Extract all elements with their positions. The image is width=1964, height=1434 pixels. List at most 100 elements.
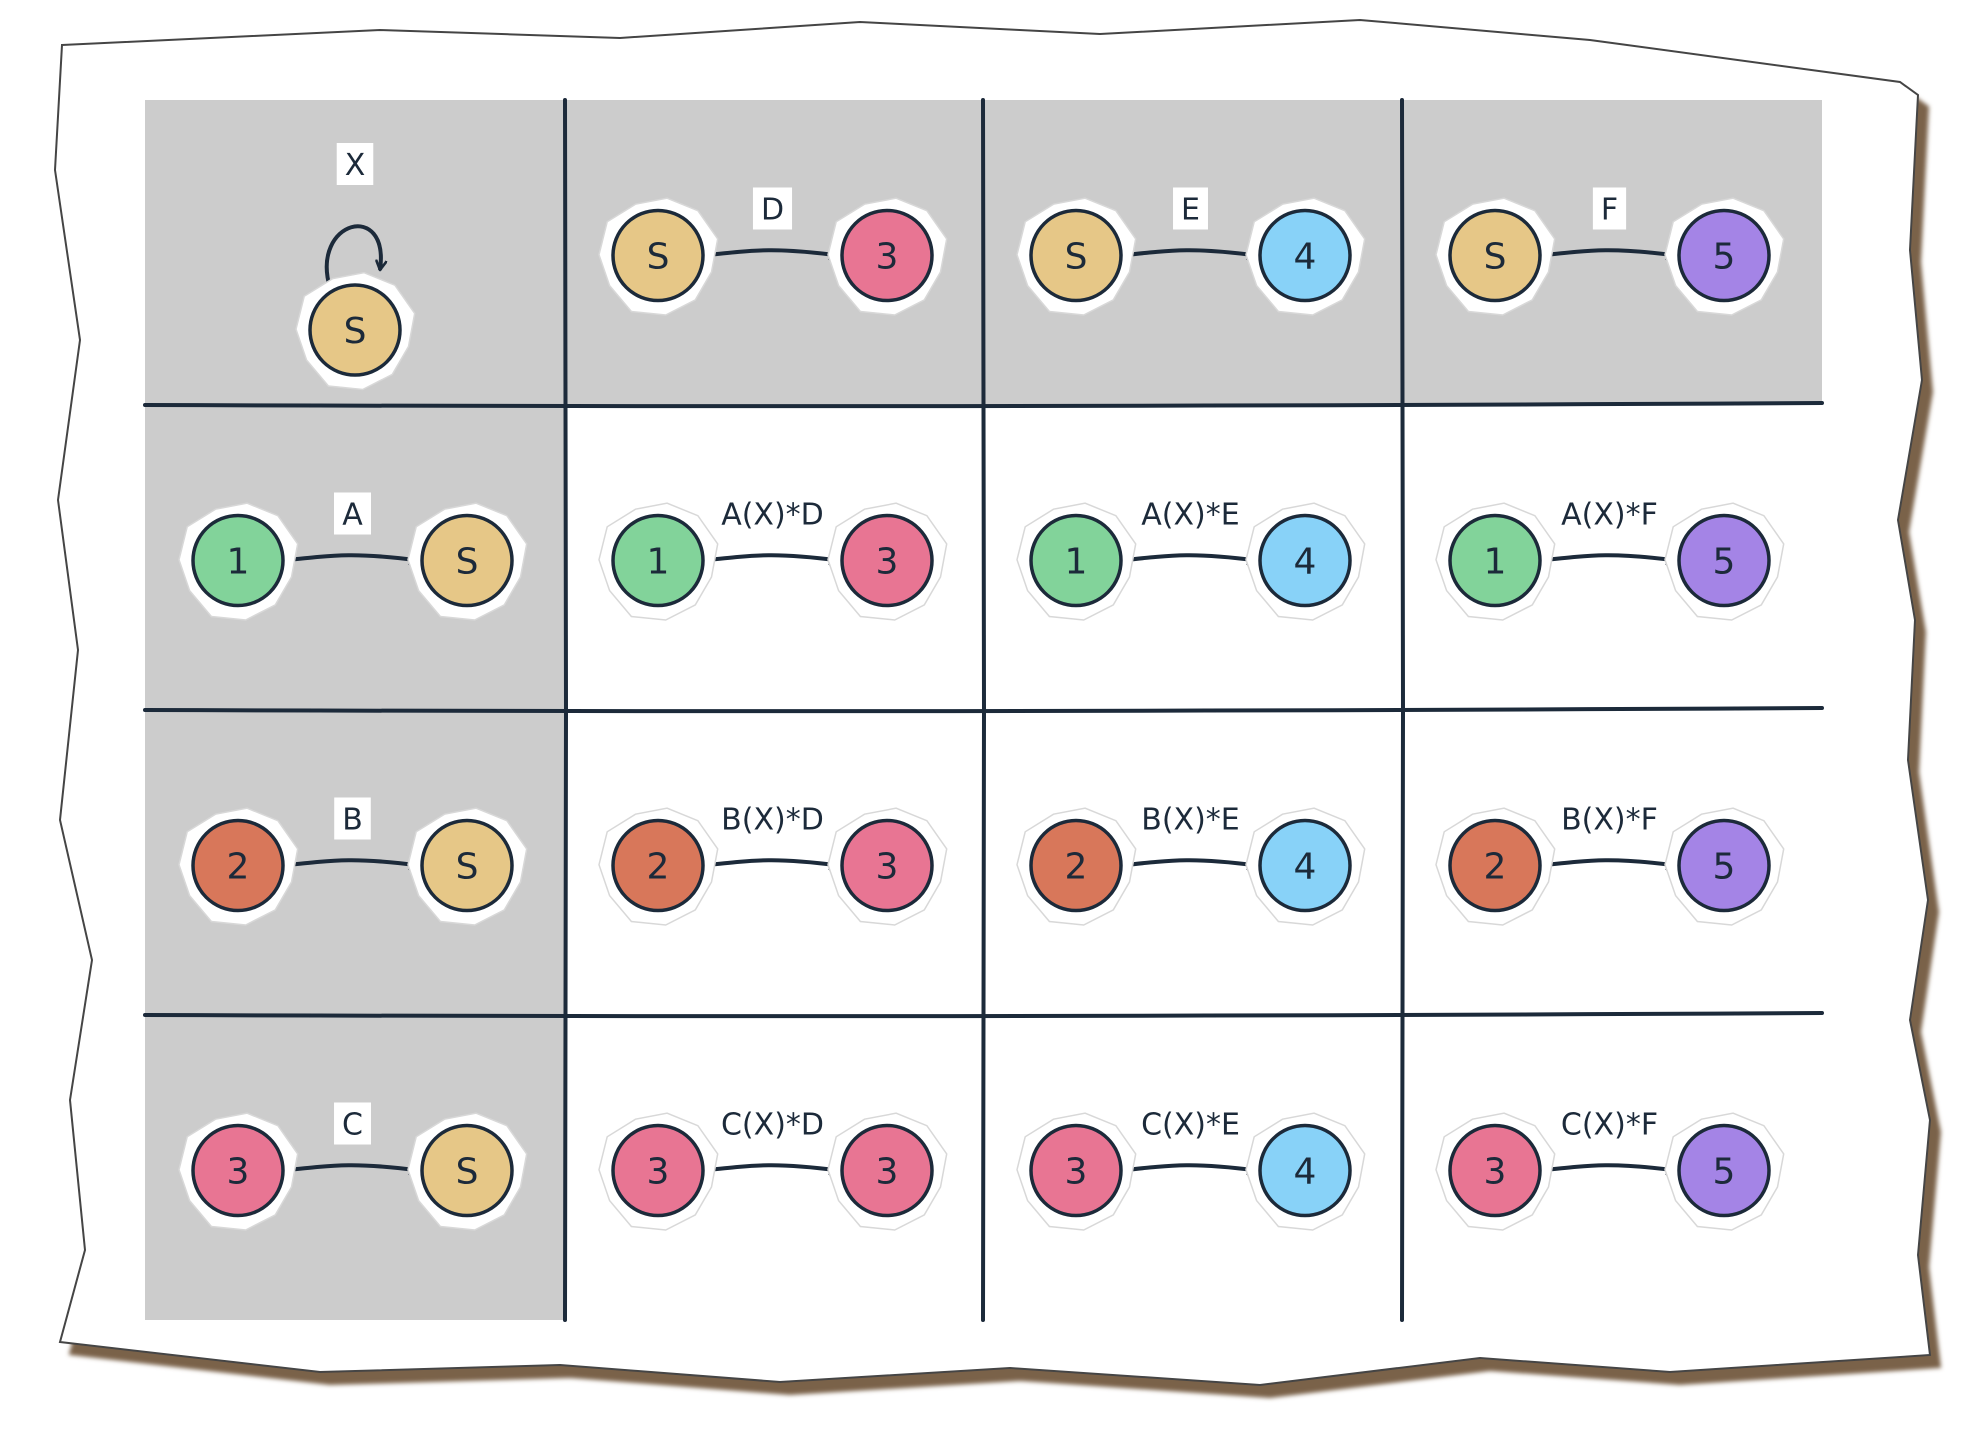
- row-3-head-edge-label: C: [334, 1102, 371, 1145]
- row-2-cell-1-arrow: [702, 858, 839, 865]
- row-1-head-source-node-circle: [191, 513, 285, 608]
- row-1-head-arrow: [282, 553, 419, 560]
- row-2-cell-2-edge-label-text: B(X)*E: [1141, 803, 1240, 838]
- row-2-cell-3-arrow: [1539, 858, 1676, 865]
- header-cell-2: E S 4: [1016, 187, 1366, 316]
- row-3-cell-2-source-node-label: 3: [1065, 1152, 1088, 1193]
- row-3-cell-3-source-node: 3: [1435, 1112, 1556, 1231]
- row-2-head-edge-label-text: B: [342, 803, 363, 838]
- row-3-head-target-node-label: S: [456, 1152, 479, 1193]
- header-cell-2-edge-label: E: [1173, 187, 1208, 230]
- row-2-cell-3-target-node-circle: [1677, 818, 1771, 913]
- row-1-cell-2-source-node: 1: [1016, 502, 1137, 621]
- header-cell-1-edge-label-text: D: [761, 193, 784, 228]
- row-1-cell-2-edge-label: A(X)*E: [1133, 492, 1248, 535]
- row-3-cell-3-edge-label: C(X)*F: [1552, 1102, 1667, 1145]
- row-1-head-source-node-label: 1: [227, 542, 250, 583]
- row-1-cell-1-source-node-label: 1: [647, 542, 670, 583]
- row-3-cell-2-source-node-circle: [1029, 1123, 1123, 1218]
- row-1-head: A 1 S: [178, 492, 528, 621]
- row-2-head-edge-label-backing: [334, 797, 371, 840]
- row-1-cell-1-edge-label-backing: [713, 492, 832, 535]
- row-1-cell-2-source-node-label: 1: [1065, 542, 1088, 583]
- row-1-head-edge-label-text: A: [342, 498, 363, 533]
- row-2-cell-2-target-node: 4: [1245, 807, 1366, 926]
- row-2-cell-1-source-node-label: 2: [647, 847, 670, 888]
- row-3-cell-1-arrow: [702, 1163, 839, 1170]
- row-2-cell-3-source-node-label: 2: [1484, 847, 1507, 888]
- row-3-cell-1-source-node-label: 3: [647, 1152, 670, 1193]
- row-1-cell-2-arrow: [1120, 553, 1257, 560]
- row-2-cell-3-edge-label-text: B(X)*F: [1561, 803, 1658, 838]
- row-2-head-source-node-circle: [191, 818, 285, 913]
- row-3-cell-3-target-node: 5: [1664, 1112, 1785, 1231]
- row-1-cell-2-target-node: 4: [1245, 502, 1366, 621]
- header-cell-3-target-node-label: 5: [1713, 237, 1736, 278]
- row-1-cell-2-target-node-label: 4: [1294, 542, 1317, 583]
- row-2-cell-3-source-node: 2: [1435, 807, 1556, 926]
- row-3-cell-3-target-node-circle: [1677, 1123, 1771, 1218]
- row-3-cell-2-target-node-circle: [1258, 1123, 1352, 1218]
- header-cell-1-source-node-label: S: [647, 237, 670, 278]
- column-divider: [563, 98, 568, 1322]
- row-3-cell-1-target-node-circle: [840, 1123, 934, 1218]
- row-3-head-source-node-circle: [191, 1123, 285, 1218]
- self-loop-node-label: S: [344, 311, 367, 352]
- row-1-cell-1-source-node-circle: [611, 513, 705, 608]
- row-3-cell-1-edge-label: C(X)*D: [712, 1102, 833, 1145]
- self-loop-arrow: [324, 224, 381, 289]
- row-2-head-target-node-label: S: [456, 847, 479, 888]
- header-cell-3-edge-label: F: [1592, 187, 1627, 230]
- row-3-cell-3-source-node-circle: [1448, 1123, 1542, 1218]
- column-divider: [981, 98, 986, 1322]
- self-loop-label-text: X: [345, 148, 366, 183]
- row-2-head-target-node-circle: [420, 818, 514, 913]
- row-1-cell-3-arrow: [1539, 553, 1676, 560]
- header-cell-3-target-node-circle: [1677, 208, 1771, 303]
- row-1-head-target-node-circle: [420, 513, 514, 608]
- row-3-head-source-node-label: 3: [227, 1152, 250, 1193]
- row-1-cell-1-target-node: 3: [827, 502, 948, 621]
- row-2-cell-1-source-node-circle: [611, 818, 705, 913]
- row-3-cell-2-edge-label-text: C(X)*E: [1141, 1108, 1240, 1143]
- header-cell-2-target-node-label: 4: [1294, 237, 1317, 278]
- row-3-cell-1-edge-label-text: C(X)*D: [721, 1108, 824, 1143]
- header-cell-2-source-node-label: S: [1065, 237, 1088, 278]
- row-3-head-target-node: S: [407, 1112, 528, 1231]
- table-grid: [143, 98, 1824, 1322]
- row-2-cell-1-edge-label-backing: [713, 797, 832, 840]
- row-2-cell-2-source-node-circle: [1029, 818, 1123, 913]
- row-1-head-target-node-label: S: [456, 542, 479, 583]
- header-cell-2-source-node: S: [1016, 197, 1137, 316]
- header-cell-1-edge-label-backing: [752, 187, 793, 230]
- row-1-cell-2-source-node-circle: [1029, 513, 1123, 608]
- row-3-cell-1-source-node-circle: [611, 1123, 705, 1218]
- self-loop-cell: XS: [295, 143, 416, 391]
- row-2-cell-2-target-node-label: 4: [1294, 847, 1317, 888]
- header-cell-3-edge-label-backing: [1592, 187, 1627, 230]
- header-cell-3-target-node: 5: [1664, 197, 1785, 316]
- self-loop-label: X: [336, 143, 374, 185]
- row-2-cell-3-edge-label-backing: [1553, 797, 1666, 840]
- row-2-cell-2-edge-label-backing: [1133, 797, 1248, 840]
- header-cell-2-target-node-circle: [1258, 208, 1352, 303]
- row-1-cell-3-source-node: 1: [1435, 502, 1556, 621]
- row-2-cell-2-arrow: [1120, 858, 1257, 865]
- row-3-cell-2-arrow: [1120, 1163, 1257, 1170]
- row-2-cell-2-edge-label: B(X)*E: [1133, 797, 1248, 840]
- header-cell-2-arrow: [1120, 248, 1257, 255]
- self-loop-label-backing: [336, 143, 374, 185]
- row-2-cell-3-source-node-circle: [1448, 818, 1542, 913]
- row-1-cell-1-arrow: [702, 553, 839, 560]
- header-cell-1-edge-label: D: [752, 187, 793, 230]
- row-2-cell-1-target-node: 3: [827, 807, 948, 926]
- row-1-cell-3-target-node-circle: [1677, 513, 1771, 608]
- row-2-cell-1-edge-label-text: B(X)*D: [721, 803, 824, 838]
- row-2-cell-2-source-node: 2: [1016, 807, 1137, 926]
- row-2-cell-1-target-node-circle: [840, 818, 934, 913]
